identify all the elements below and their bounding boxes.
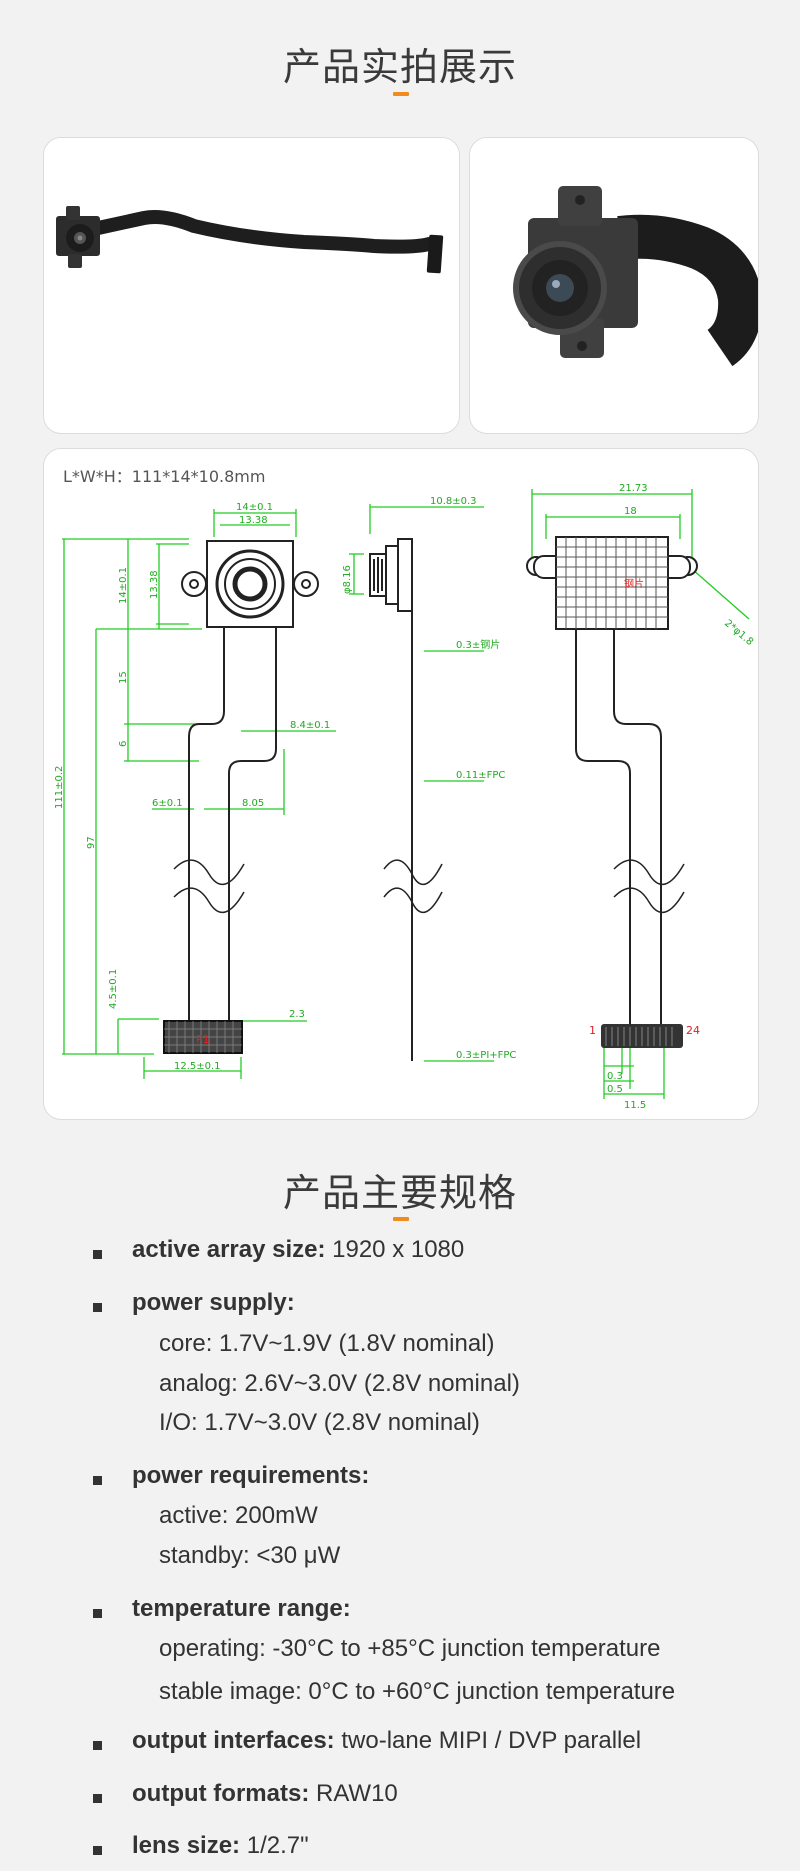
lwh-label: L*W*H：111*14*10.8mm bbox=[63, 467, 266, 486]
title-accent-bar-2 bbox=[393, 1217, 409, 1221]
dimension-drawing-card: L*W*H：111*14*10.8mm bbox=[43, 448, 759, 1120]
dim-18: 18 bbox=[624, 506, 637, 517]
bullet-icon bbox=[93, 1794, 102, 1803]
dim-15: 15 bbox=[118, 671, 129, 684]
bullet-icon bbox=[93, 1609, 102, 1618]
dim-0-3-pi: 0.3±PI+FPC bbox=[456, 1050, 516, 1061]
spec-subitem: active: 200mW bbox=[159, 1502, 318, 1529]
bullet-icon bbox=[93, 1250, 102, 1259]
dim-0-5: 0.5 bbox=[607, 1084, 623, 1095]
spec-label: lens size: bbox=[132, 1832, 241, 1859]
dim-14-side: 14±0.1 bbox=[118, 567, 129, 604]
spec-value: two-lane MIPI / DVP parallel bbox=[334, 1727, 642, 1754]
dim-0-11: 0.11±FPC bbox=[456, 770, 505, 781]
dim-8-05: 8.05 bbox=[242, 798, 264, 809]
product-photo-closeup bbox=[469, 137, 759, 434]
camera-module-photo bbox=[56, 206, 444, 274]
bullet-icon bbox=[93, 1303, 102, 1312]
spec-value: RAW10 bbox=[309, 1780, 398, 1807]
pin-1-label: 1 bbox=[589, 1024, 596, 1037]
p1-label: P1 bbox=[196, 1033, 210, 1046]
dim-10-8: 10.8±0.3 bbox=[430, 496, 477, 507]
spec-subitem: analog: 2.6V~3.0V (2.8V nominal) bbox=[159, 1370, 520, 1397]
spec-label: output formats: bbox=[132, 1780, 310, 1807]
bullet-icon bbox=[93, 1741, 102, 1750]
specs-section-title: 产品主要规格 bbox=[282, 1171, 517, 1215]
spec-label: power requirements: bbox=[132, 1462, 370, 1489]
dim-13-38-top: 13.38 bbox=[239, 515, 268, 526]
dim-2-3: 2.3 bbox=[289, 1009, 305, 1020]
dim-6-1: 6±0.1 bbox=[152, 798, 183, 809]
dim-4-5: 4.5±0.1 bbox=[108, 969, 119, 1009]
photos-section-title: 产品实拍展示 bbox=[282, 45, 517, 89]
title-accent-bar bbox=[393, 92, 409, 96]
spec-subitem: standby: <30 μW bbox=[159, 1542, 341, 1569]
product-photo-full bbox=[43, 137, 460, 434]
dim-0-3-steel: 0.3±钢片 bbox=[456, 638, 500, 651]
dim-0-3: 0.3 bbox=[607, 1071, 623, 1082]
spec-label: output interfaces: bbox=[132, 1727, 335, 1754]
spec-subitem: core: 1.7V~1.9V (1.8V nominal) bbox=[159, 1330, 495, 1357]
dim-111: 111±0.2 bbox=[54, 766, 65, 809]
dim-11-5: 11.5 bbox=[624, 1100, 646, 1111]
dim-12-5: 12.5±0.1 bbox=[174, 1061, 221, 1072]
technical-drawing: 14±0.1 13.38 14±0.1 13.38 15 6 8.4±0.1 1… bbox=[54, 483, 755, 1111]
dim-14-top: 14±0.1 bbox=[236, 502, 273, 513]
dim-8-16: φ8.16 bbox=[342, 565, 353, 594]
dim-97: 97 bbox=[86, 836, 97, 849]
spec-label: power supply: bbox=[132, 1289, 295, 1316]
spec-label: active array size: bbox=[132, 1236, 326, 1263]
spec-subitem: operating: -30°C to +85°C junction tempe… bbox=[159, 1635, 661, 1662]
bullet-icon bbox=[93, 1476, 102, 1485]
spec-value: 1/2.7" bbox=[240, 1832, 309, 1859]
dim-6: 6 bbox=[118, 741, 129, 747]
dim-2-1-8: 2*φ1.8 bbox=[722, 618, 755, 648]
camera-lens-closeup-photo bbox=[513, 186, 758, 367]
spec-value: 1920 x 1080 bbox=[325, 1236, 465, 1263]
spec-subitem: stable image: 0°C to +60°C junction temp… bbox=[159, 1678, 676, 1705]
pin-24-label: 24 bbox=[686, 1024, 700, 1037]
steel-label: 钢片 bbox=[624, 577, 644, 590]
dim-21-73: 21.73 bbox=[619, 483, 648, 494]
spec-subitem: I/O: 1.7V~3.0V (2.8V nominal) bbox=[159, 1409, 480, 1436]
spec-label: temperature range: bbox=[132, 1595, 351, 1622]
bullet-icon bbox=[93, 1846, 102, 1855]
dim-13-38-side: 13.38 bbox=[149, 570, 160, 599]
dim-8-4: 8.4±0.1 bbox=[290, 720, 330, 731]
